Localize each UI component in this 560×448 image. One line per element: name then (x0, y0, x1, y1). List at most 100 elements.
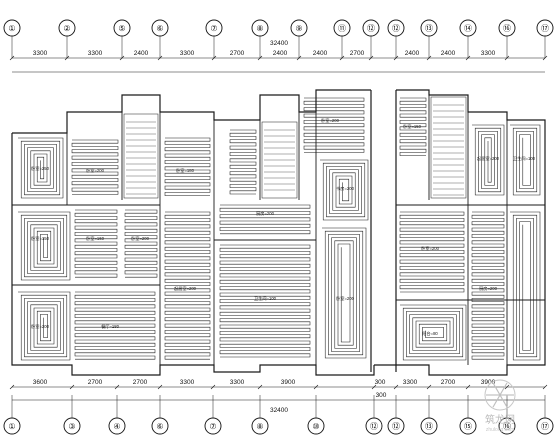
dim-tick (257, 384, 263, 390)
axis-label-top: ⑪ (338, 24, 346, 33)
coil-loop (471, 211, 505, 360)
room-label: 卧室=200 (31, 323, 49, 330)
axis-label-bottom: ⑥ (156, 422, 163, 431)
building-walls (11, 89, 546, 376)
dim-label-top: 2400 (134, 50, 149, 57)
room-label: 书房=200 (336, 185, 354, 192)
dim-tick (69, 384, 75, 390)
dim-tick (504, 384, 510, 390)
dim-label-bottom: 3900 (481, 379, 496, 386)
room-label: 起居室=200 (174, 285, 197, 292)
coil-loop (71, 139, 119, 195)
watermark-logo-mark (499, 394, 508, 408)
room-label: 厨房=200 (479, 285, 497, 292)
coil-loop (400, 304, 467, 361)
dim-label-top: 2400 (273, 50, 288, 57)
coil-loop (164, 137, 211, 196)
stair-core (123, 113, 159, 199)
dim-label-top: 2700 (230, 50, 245, 57)
room-label: 卧室=200 (421, 245, 439, 252)
dim-tick (339, 55, 345, 61)
axis-label-top: ⑦ (210, 24, 217, 33)
watermark-logo-mark (499, 382, 508, 396)
dim-tick (426, 55, 432, 61)
room-label: 卧室=160 (86, 235, 104, 242)
coil-loop (124, 209, 158, 278)
axis-label-top: ⑥ (156, 24, 163, 33)
room-label: 餐厅=180 (101, 323, 119, 330)
dim-tick (64, 55, 70, 61)
coil-loop (74, 291, 156, 360)
watermark-logo-ring (484, 379, 516, 411)
room-label: 卧室=180 (176, 167, 194, 174)
dim-label-bottom: 3300 (230, 379, 245, 386)
coil-loop (399, 97, 427, 156)
coil-loop (320, 159, 369, 221)
room-label: 卧室=150 (403, 123, 421, 130)
dim-label-bottom: 3900 (281, 379, 296, 386)
axis-label-top: ⑤ (118, 24, 125, 33)
room-label: 卧室=200 (321, 117, 339, 124)
axis-label-bottom: ⑫ (392, 422, 400, 431)
room-label: 起居室=200 (477, 155, 500, 162)
axis-label-bottom: ① (8, 422, 15, 431)
watermark-subtext: zhulong.com (486, 427, 514, 433)
dim-tick (426, 384, 432, 390)
dim-tick (114, 384, 120, 390)
watermark-logo-mark (492, 394, 501, 408)
dim-gap-label: 300 (376, 392, 387, 399)
stair-core (430, 96, 467, 199)
axis-label-bottom: ⑯ (503, 422, 511, 431)
dim-tick (542, 55, 548, 61)
dim-tick (157, 384, 163, 390)
dim-total-top: 32400 (270, 40, 288, 47)
axis-label-top: ⑭ (464, 24, 472, 33)
dim-tick (211, 55, 217, 61)
dim-label-top: 3300 (180, 50, 195, 57)
dim-total-bottom: 32400 (270, 407, 288, 414)
axis-label-bottom: ⑫ (370, 422, 378, 431)
dim-tick (257, 55, 263, 61)
axis-label-bottom: ⑩ (312, 422, 319, 431)
dim-label-top: 3300 (88, 50, 103, 57)
dim-tick (465, 384, 471, 390)
dim-tick (371, 384, 377, 390)
room-label: 卧室=200 (131, 235, 149, 242)
watermark-logo-mark (492, 382, 501, 396)
coil-loop (472, 124, 505, 196)
dim-label-bottom: 3300 (403, 379, 418, 386)
dim-label-top: 3300 (481, 50, 496, 57)
dim-tick (296, 55, 302, 61)
dim-tick (9, 55, 15, 61)
dim-label-top: 2400 (441, 50, 456, 57)
coil-loop (322, 227, 367, 359)
axis-label-bottom: ⑮ (464, 422, 472, 431)
room-label: 卫生间=100 (254, 295, 277, 302)
coil-loop (18, 137, 64, 199)
room-labels: 卧室=250 卧室=150 卧室=200 卧室=180 卧室=160 卧室=200 卧室=2… (31, 117, 536, 337)
axis-label-bottom: ⑦ (209, 422, 216, 431)
coil-loop (303, 97, 365, 153)
dim-label-bottom: 300 (375, 379, 386, 386)
room-label: 卧室=250 (31, 165, 49, 172)
coil-loop (219, 244, 311, 358)
dim-tick (313, 384, 319, 390)
coil-loop (164, 211, 211, 360)
room-label: 厨房=200 (256, 210, 274, 217)
stair-core (261, 121, 298, 199)
dim-label-top: 2700 (350, 50, 365, 57)
axis-label-top: ⑨ (295, 24, 302, 33)
left-unit-outer-wall (11, 133, 375, 376)
dim-tick (504, 55, 510, 61)
coil-loop (510, 211, 541, 361)
axis-label-top: ① (8, 24, 15, 33)
axis-label-top: ⑫ (367, 24, 375, 33)
coil-loop (18, 291, 71, 361)
coil-loop (399, 211, 465, 293)
dim-label-bottom: 3300 (180, 379, 195, 386)
coil-loop (229, 129, 257, 195)
